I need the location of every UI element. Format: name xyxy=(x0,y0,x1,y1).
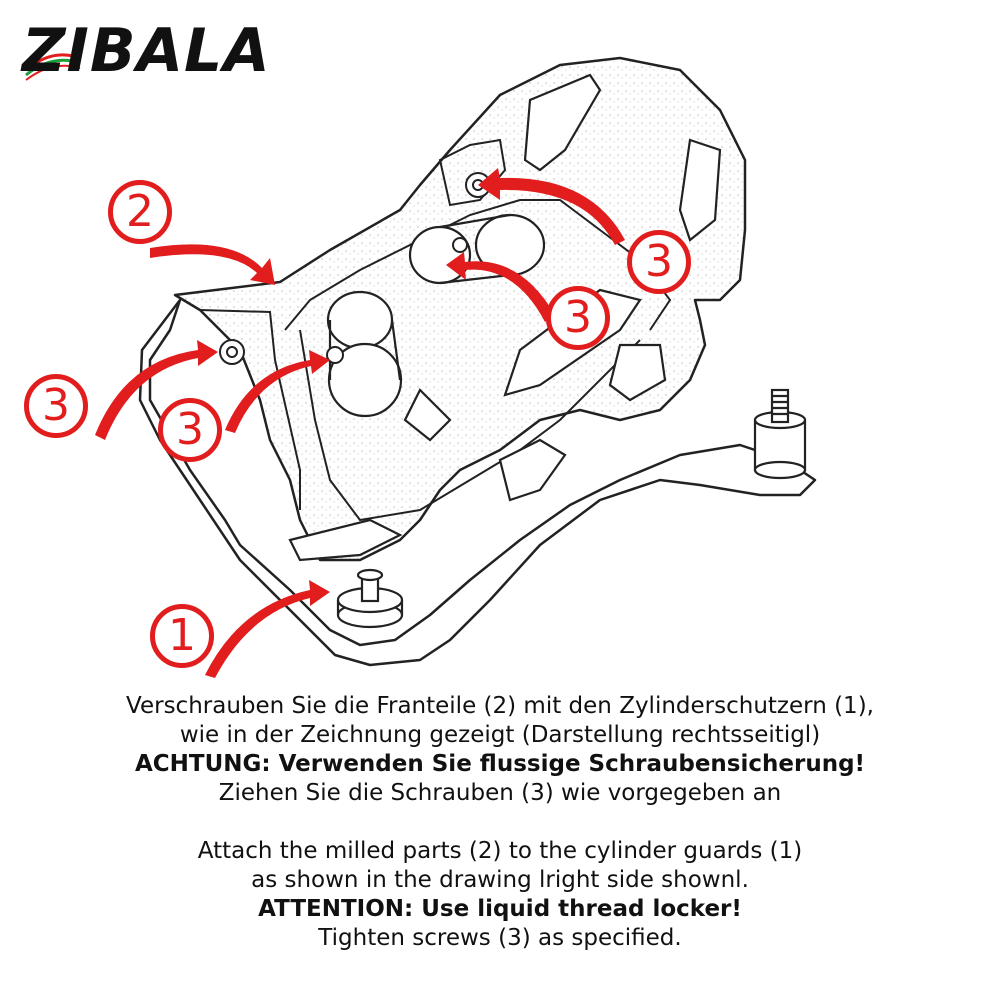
instruction-de-warning: ACHTUNG: Verwenden Sie flussige Schraube… xyxy=(134,751,866,777)
instruction-en-line1: Attach the milled parts (2) to the cylin… xyxy=(197,838,803,864)
instruction-de-line4: Ziehen Sie die Schrauben (3) wie vorgege… xyxy=(218,780,782,806)
instruction-en-line4: Tighten screws (3) as specified. xyxy=(318,925,682,951)
callout-3: 3 xyxy=(158,398,222,462)
brand-logo: ZIBALA xyxy=(22,18,342,84)
spacer xyxy=(0,808,1000,837)
callout-2: 2 xyxy=(108,180,172,244)
instruction-de-line2: wie in der Zeichnung gezeigt (Darstellun… xyxy=(179,722,821,748)
instruction-en-line2: as shown in the drawing lright side show… xyxy=(251,867,749,893)
plate-outline xyxy=(138,56,817,667)
instruction-de-line1: Verschrauben Sie die Franteile (2) mit d… xyxy=(126,693,874,719)
instructions: Verschrauben Sie die Franteile (2) mit d… xyxy=(0,692,1000,953)
guard-plate-drawing xyxy=(95,56,817,678)
instruction-en-warning: ATTENTION: Use liquid thread locker! xyxy=(258,896,742,922)
callout-3: 3 xyxy=(546,286,610,350)
logo-text: ZIBALA xyxy=(22,16,271,86)
callout-1: 1 xyxy=(150,604,214,668)
logo-stripes-icon xyxy=(25,53,81,81)
callout-3: 3 xyxy=(24,374,88,438)
callout-3: 3 xyxy=(627,230,691,294)
